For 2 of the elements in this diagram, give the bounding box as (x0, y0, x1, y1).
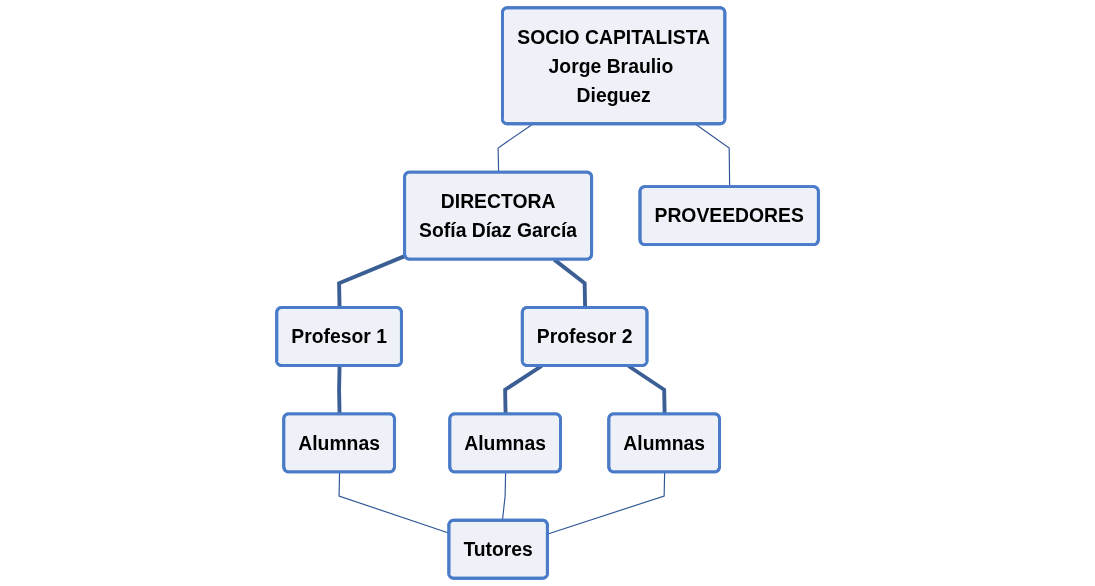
connector (547, 471, 666, 535)
connector (337, 254, 406, 308)
